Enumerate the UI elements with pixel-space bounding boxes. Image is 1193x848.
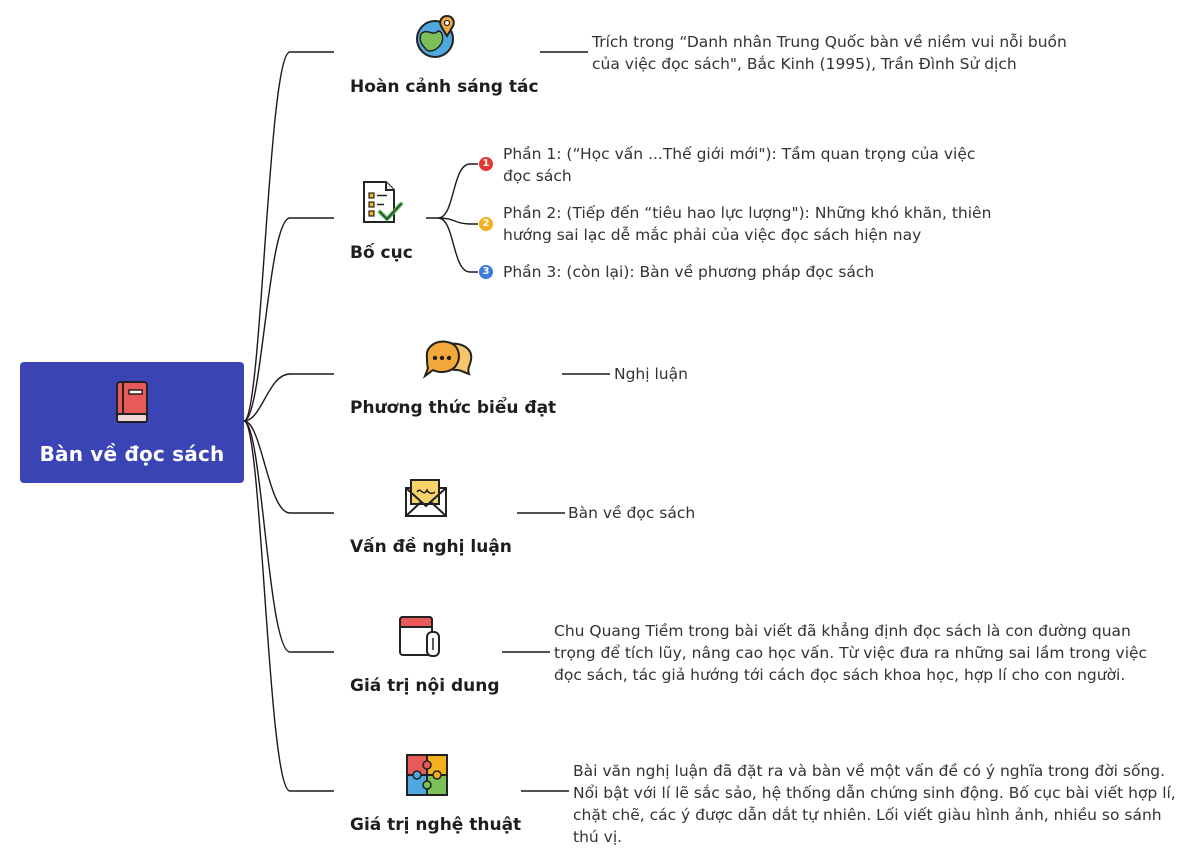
branch-title-bo-cuc[interactable]: Bố cục <box>350 243 413 263</box>
leaf-van-de: Bàn về đọc sách <box>568 504 696 522</box>
puzzle-icon <box>405 753 451 804</box>
globe-pin-icon <box>415 14 459 65</box>
branch-connector <box>243 217 334 422</box>
number-badge: 1 <box>479 157 493 171</box>
leaf-phuong-thuc: Nghị luận <box>614 365 688 383</box>
book-icon <box>113 380 151 431</box>
root-title: Bàn về đọc sách <box>39 442 225 466</box>
part-3-text: Phần 3: (còn lại): Bàn về phương pháp đọ… <box>503 263 875 281</box>
leaf-nghe-thuat: Bài văn nghị luận đã đặt ra và bàn về mộ… <box>573 762 1176 846</box>
branch-connector <box>243 420 334 514</box>
branch-title-phuong-thuc[interactable]: Phương thức biểu đạt <box>350 398 557 418</box>
part-connector <box>426 163 478 219</box>
leaf-noi-dung: Chu Quang Tiềm trong bài viết đã khẳng đ… <box>554 622 1148 684</box>
branch-connector <box>243 373 334 422</box>
number-badge: 3 <box>479 265 493 279</box>
branch-connector <box>243 420 334 653</box>
branch-title-nghe-thuat[interactable]: Giá trị nghệ thuật <box>350 815 522 835</box>
leaf-hoan-canh: Trích trong “Danh nhân Trung Quốc bàn về… <box>592 33 1067 73</box>
branch-title-noi-dung[interactable]: Giá trị nội dung <box>350 676 500 696</box>
number-badge: 2 <box>479 217 493 231</box>
checklist-icon <box>360 180 404 231</box>
root-node[interactable]: Bàn về đọc sách <box>20 362 244 483</box>
branch-title-hoan-canh[interactable]: Hoàn cảnh sáng tác <box>350 77 539 97</box>
branch-title-van-de[interactable]: Vấn đề nghị luận <box>350 537 512 557</box>
part-connector <box>437 217 478 225</box>
part-2-text: Phần 2: (Tiếp đến “tiêu hao lực lượng"):… <box>503 204 992 244</box>
branch-connector <box>243 51 334 422</box>
speech-bubbles-icon <box>422 338 475 385</box>
part-connector <box>437 217 478 273</box>
branch-connector <box>243 420 334 792</box>
calendar-icon <box>397 614 443 665</box>
part-1-text: Phần 1: (“Học vấn ...Thế giới mới"): Tầm… <box>503 145 976 185</box>
envelope-letter-icon <box>403 476 449 525</box>
